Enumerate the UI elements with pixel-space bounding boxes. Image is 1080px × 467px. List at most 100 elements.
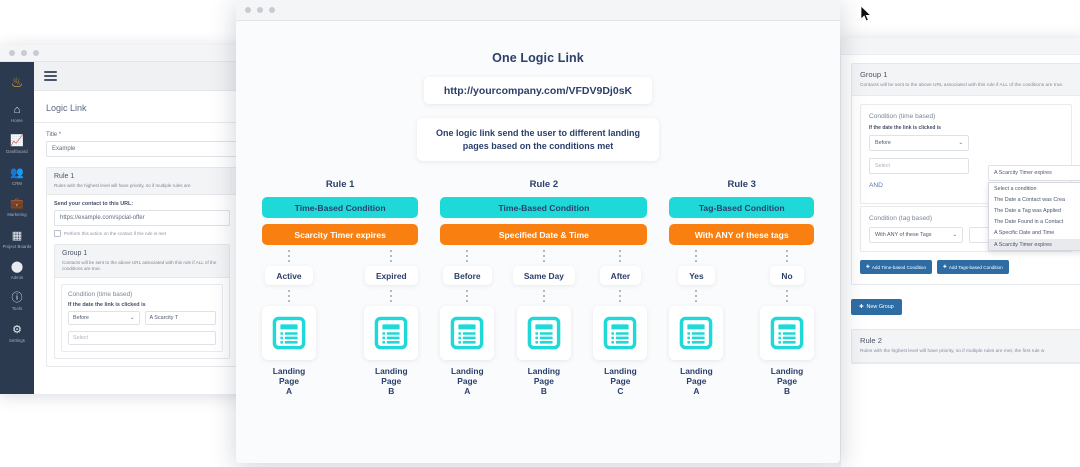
- connector-dots: [390, 285, 393, 306]
- logic-link-url[interactable]: http://yourcompany.com/VFDV9Dj0sK: [424, 77, 652, 104]
- button-label: New Group: [866, 304, 894, 311]
- branch-option[interactable]: No: [770, 266, 804, 285]
- url-input[interactable]: https://example.com/spcial-offer: [54, 210, 230, 226]
- condition-value-badge[interactable]: Scarcity Timer expires: [262, 224, 419, 245]
- close-dot-icon[interactable]: [245, 7, 251, 13]
- rule-title: Rule 1: [325, 179, 355, 190]
- add-time-based-condition-button[interactable]: ✚ Add Time-based Condition: [860, 260, 932, 275]
- sidebar-item-admin[interactable]: ⬤ Admin: [0, 254, 34, 285]
- condition-value-badge[interactable]: With ANY of these tags: [669, 224, 814, 245]
- sidebar-item-crm[interactable]: 👥 CRM: [0, 160, 34, 191]
- condition-type-badge[interactable]: Time-Based Condition: [440, 197, 648, 218]
- minimize-dot-icon[interactable]: [257, 7, 263, 13]
- sidebar-item-tools[interactable]: ⓘ Tools: [0, 285, 34, 316]
- briefcase-icon: 💼: [10, 198, 24, 211]
- dropdown-option[interactable]: The Date Found in a Contact: [994, 219, 1064, 226]
- group-card-title: Group 1: [860, 70, 888, 79]
- chevron-down-icon: ⌄: [952, 232, 957, 239]
- branch-option[interactable]: After: [599, 266, 642, 285]
- sidebar-item-marketing[interactable]: 💼 Marketing: [0, 191, 34, 222]
- connector-dots: [542, 245, 545, 266]
- minimize-dot-icon[interactable]: [21, 50, 27, 56]
- sidebar-label: CRM: [12, 180, 22, 186]
- dropdown-option[interactable]: The Date a Contact was Crea: [994, 196, 1066, 203]
- title-input[interactable]: Example: [46, 141, 238, 157]
- time-condition-block: Condition (time based) If the date the l…: [860, 104, 1072, 205]
- landing-page-card[interactable]: [262, 306, 316, 360]
- rule2-card-header: Rule 2 Rules with the highest level will…: [852, 330, 1080, 363]
- dropdown-option[interactable]: The Date a Tag was Applied: [994, 207, 1062, 214]
- group-card: Group 1 Contacts will be sent to the abo…: [54, 244, 230, 359]
- condition-type-badge[interactable]: Time-Based Condition: [262, 197, 419, 218]
- landing-page-icon: [375, 316, 408, 350]
- tag-operator-select[interactable]: With ANY of these Tags ⌄: [869, 227, 963, 244]
- mouse-pointer-icon: [860, 6, 872, 22]
- landing-page-card[interactable]: [760, 306, 814, 360]
- landing-page-card[interactable]: [516, 306, 571, 360]
- rule-card-title: Rule 1: [54, 173, 75, 180]
- left-window-body: ♨ ⌂ Home 📈 Dashboard 👥 CRM 💼 Marketing ▦…: [0, 62, 250, 394]
- condition-value-badge[interactable]: Specified Date & Time: [440, 224, 648, 245]
- branch-option[interactable]: Active: [265, 266, 313, 285]
- branch-option[interactable]: Expired: [364, 266, 418, 285]
- landing-page-card[interactable]: [440, 306, 495, 360]
- select-value: Before: [875, 140, 891, 147]
- maximize-dot-icon[interactable]: [269, 7, 275, 13]
- main-diagram-window: One Logic Link http://yourcompany.com/VF…: [236, 0, 840, 463]
- select-value: Before: [73, 315, 89, 321]
- branch-option[interactable]: Yes: [678, 266, 715, 285]
- rule-card-subtitle: Rules with the highest level will have p…: [54, 183, 191, 188]
- new-group-button[interactable]: ✚ New Group: [851, 299, 902, 316]
- condition-type-select[interactable]: A Scarcity T: [144, 311, 216, 325]
- right-window-topbar: [841, 38, 1080, 55]
- people-icon: 👥: [10, 166, 24, 179]
- condition-secondary-select[interactable]: Select: [869, 158, 969, 175]
- sidebar-item-dashboard[interactable]: 📈 Dashboard: [0, 128, 34, 159]
- sidebar-item-home[interactable]: ⌂ Home: [0, 97, 34, 128]
- condition-operator-select[interactable]: Before ⌄: [68, 311, 140, 325]
- landing-page-card[interactable]: [669, 306, 724, 360]
- checkbox-icon[interactable]: [54, 230, 61, 237]
- condition-type-badge[interactable]: Tag-Based Condition: [669, 197, 814, 218]
- landing-page-card[interactable]: [364, 306, 419, 360]
- branch-option[interactable]: Same Day: [512, 266, 575, 285]
- sidebar-item-settings[interactable]: ⚙ Settings: [0, 317, 34, 348]
- condition-secondary-select[interactable]: Select: [68, 331, 216, 345]
- dropdown-option[interactable]: A Scarcity Timer expires: [989, 238, 1080, 251]
- gear-icon: ⚙: [12, 323, 22, 336]
- rule2-card: Rule 2 Rules with the highest level will…: [851, 329, 1080, 364]
- connector-dots: [288, 285, 290, 306]
- flame-logo-icon: ♨: [10, 73, 24, 90]
- dropdown-option[interactable]: Select a condition: [994, 185, 1037, 192]
- landing-page-icon: [272, 316, 306, 350]
- connector-dots: [466, 285, 469, 306]
- select-value: A Scarcity T: [149, 315, 179, 321]
- connector-dots: [695, 245, 698, 266]
- hamburger-menu-icon[interactable]: [44, 69, 57, 83]
- dropdown-option[interactable]: A Specific Date and Time: [994, 230, 1055, 237]
- landing-page-icon: [680, 316, 713, 350]
- landing-page-card[interactable]: [593, 306, 648, 360]
- add-tags-based-condition-button[interactable]: ✚ Add Tags-based Condition: [937, 260, 1009, 275]
- left-sidebar: ♨ ⌂ Home 📈 Dashboard 👥 CRM 💼 Marketing ▦…: [0, 62, 34, 394]
- select-value: A Scarcity Timer expires: [994, 170, 1052, 176]
- grid-icon: ▦: [11, 229, 23, 242]
- sidebar-label: Project Boards: [2, 243, 32, 249]
- branch-option[interactable]: Before: [443, 266, 492, 285]
- condition-type-select-value[interactable]: A Scarcity Timer expires: [988, 165, 1080, 181]
- left-app-window: ♨ ⌂ Home 📈 Dashboard 👥 CRM 💼 Marketing ▦…: [0, 45, 250, 394]
- sidebar-item-project-boards[interactable]: ▦ Project Boards: [0, 223, 34, 254]
- close-dot-icon[interactable]: [9, 50, 15, 56]
- perform-action-checkbox-row[interactable]: Perform this action on the contact if th…: [54, 230, 230, 237]
- maximize-dot-icon[interactable]: [33, 50, 39, 56]
- condition-operator-select[interactable]: Before ⌄: [869, 135, 969, 152]
